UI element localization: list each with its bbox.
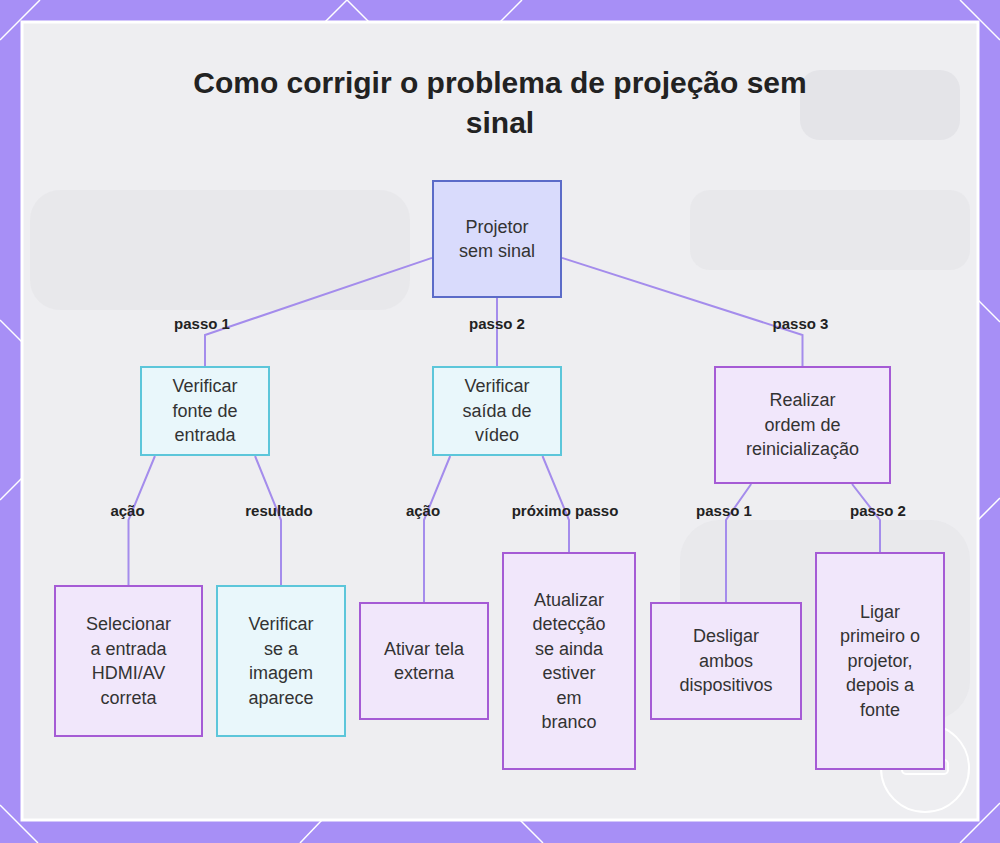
deco-line: [978, 498, 1000, 520]
photo-shape: [800, 70, 960, 140]
node-text: Desligar ambos dispositivos: [671, 624, 781, 698]
process-box: Verificar se a imagem aparece: [216, 585, 346, 737]
node-text: Ligar primeiro o projetor, depois a font…: [833, 600, 928, 723]
process-box: Projetor sem sinal: [432, 180, 562, 298]
connector: [496, 298, 498, 366]
deco-line: [520, 820, 543, 843]
deco-line: [300, 820, 322, 843]
node-text: Verificar saída de vídeo: [447, 374, 547, 448]
process-box: Verificar fonte de entrada: [140, 366, 270, 456]
deco-line: [325, 0, 347, 22]
connector: [424, 456, 450, 602]
node-text: Ativar tela externa: [374, 637, 474, 686]
node-text: Verificar se a imagem aparece: [241, 612, 321, 710]
connector: [255, 456, 281, 585]
node-text: Verificar fonte de entrada: [155, 374, 255, 448]
diagram-title: Como corrigir o problema de projeção sem…: [180, 63, 820, 143]
process-box: Verificar saída de vídeo: [432, 366, 562, 456]
photo-shape: [30, 190, 410, 310]
connector: [129, 456, 155, 585]
node-text: Realizar ordem de reinicialização: [744, 388, 862, 462]
process-box: Ligar primeiro o projetor, depois a font…: [815, 552, 945, 770]
process-box: Ativar tela externa: [359, 602, 489, 720]
node-text: Atualizar detecção se ainda estiver em b…: [530, 588, 608, 735]
edge-label: passo 3: [773, 315, 829, 332]
edge-label: passo 1: [174, 315, 230, 332]
node-text: Selecionar a entrada HDMI/AV correta: [81, 612, 177, 710]
edge-label: ação: [110, 502, 144, 519]
process-box: Realizar ordem de reinicialização: [714, 366, 891, 484]
panel: [22, 22, 978, 820]
deco-line: [978, 300, 1000, 322]
process-box: Selecionar a entrada HDMI/AV correta: [54, 585, 203, 737]
deco-line: [0, 320, 22, 342]
edge-label: passo 2: [850, 502, 906, 519]
process-box: Atualizar detecção se ainda estiver em b…: [502, 552, 636, 770]
deco-line: [500, 0, 522, 22]
edge-label: ação: [406, 502, 440, 519]
edge-label: resultado: [245, 502, 313, 519]
process-box: Desligar ambos dispositivos: [650, 602, 802, 720]
deco-line: [0, 478, 22, 500]
connector: [205, 258, 432, 366]
edge-label: passo 1: [696, 502, 752, 519]
edge-label: passo 2: [469, 315, 525, 332]
edge-label: próximo passo: [512, 502, 619, 519]
photo-shape: [690, 190, 970, 270]
connector: [562, 258, 803, 366]
deco-line: [347, 0, 369, 22]
node-text: Projetor sem sinal: [450, 215, 545, 264]
